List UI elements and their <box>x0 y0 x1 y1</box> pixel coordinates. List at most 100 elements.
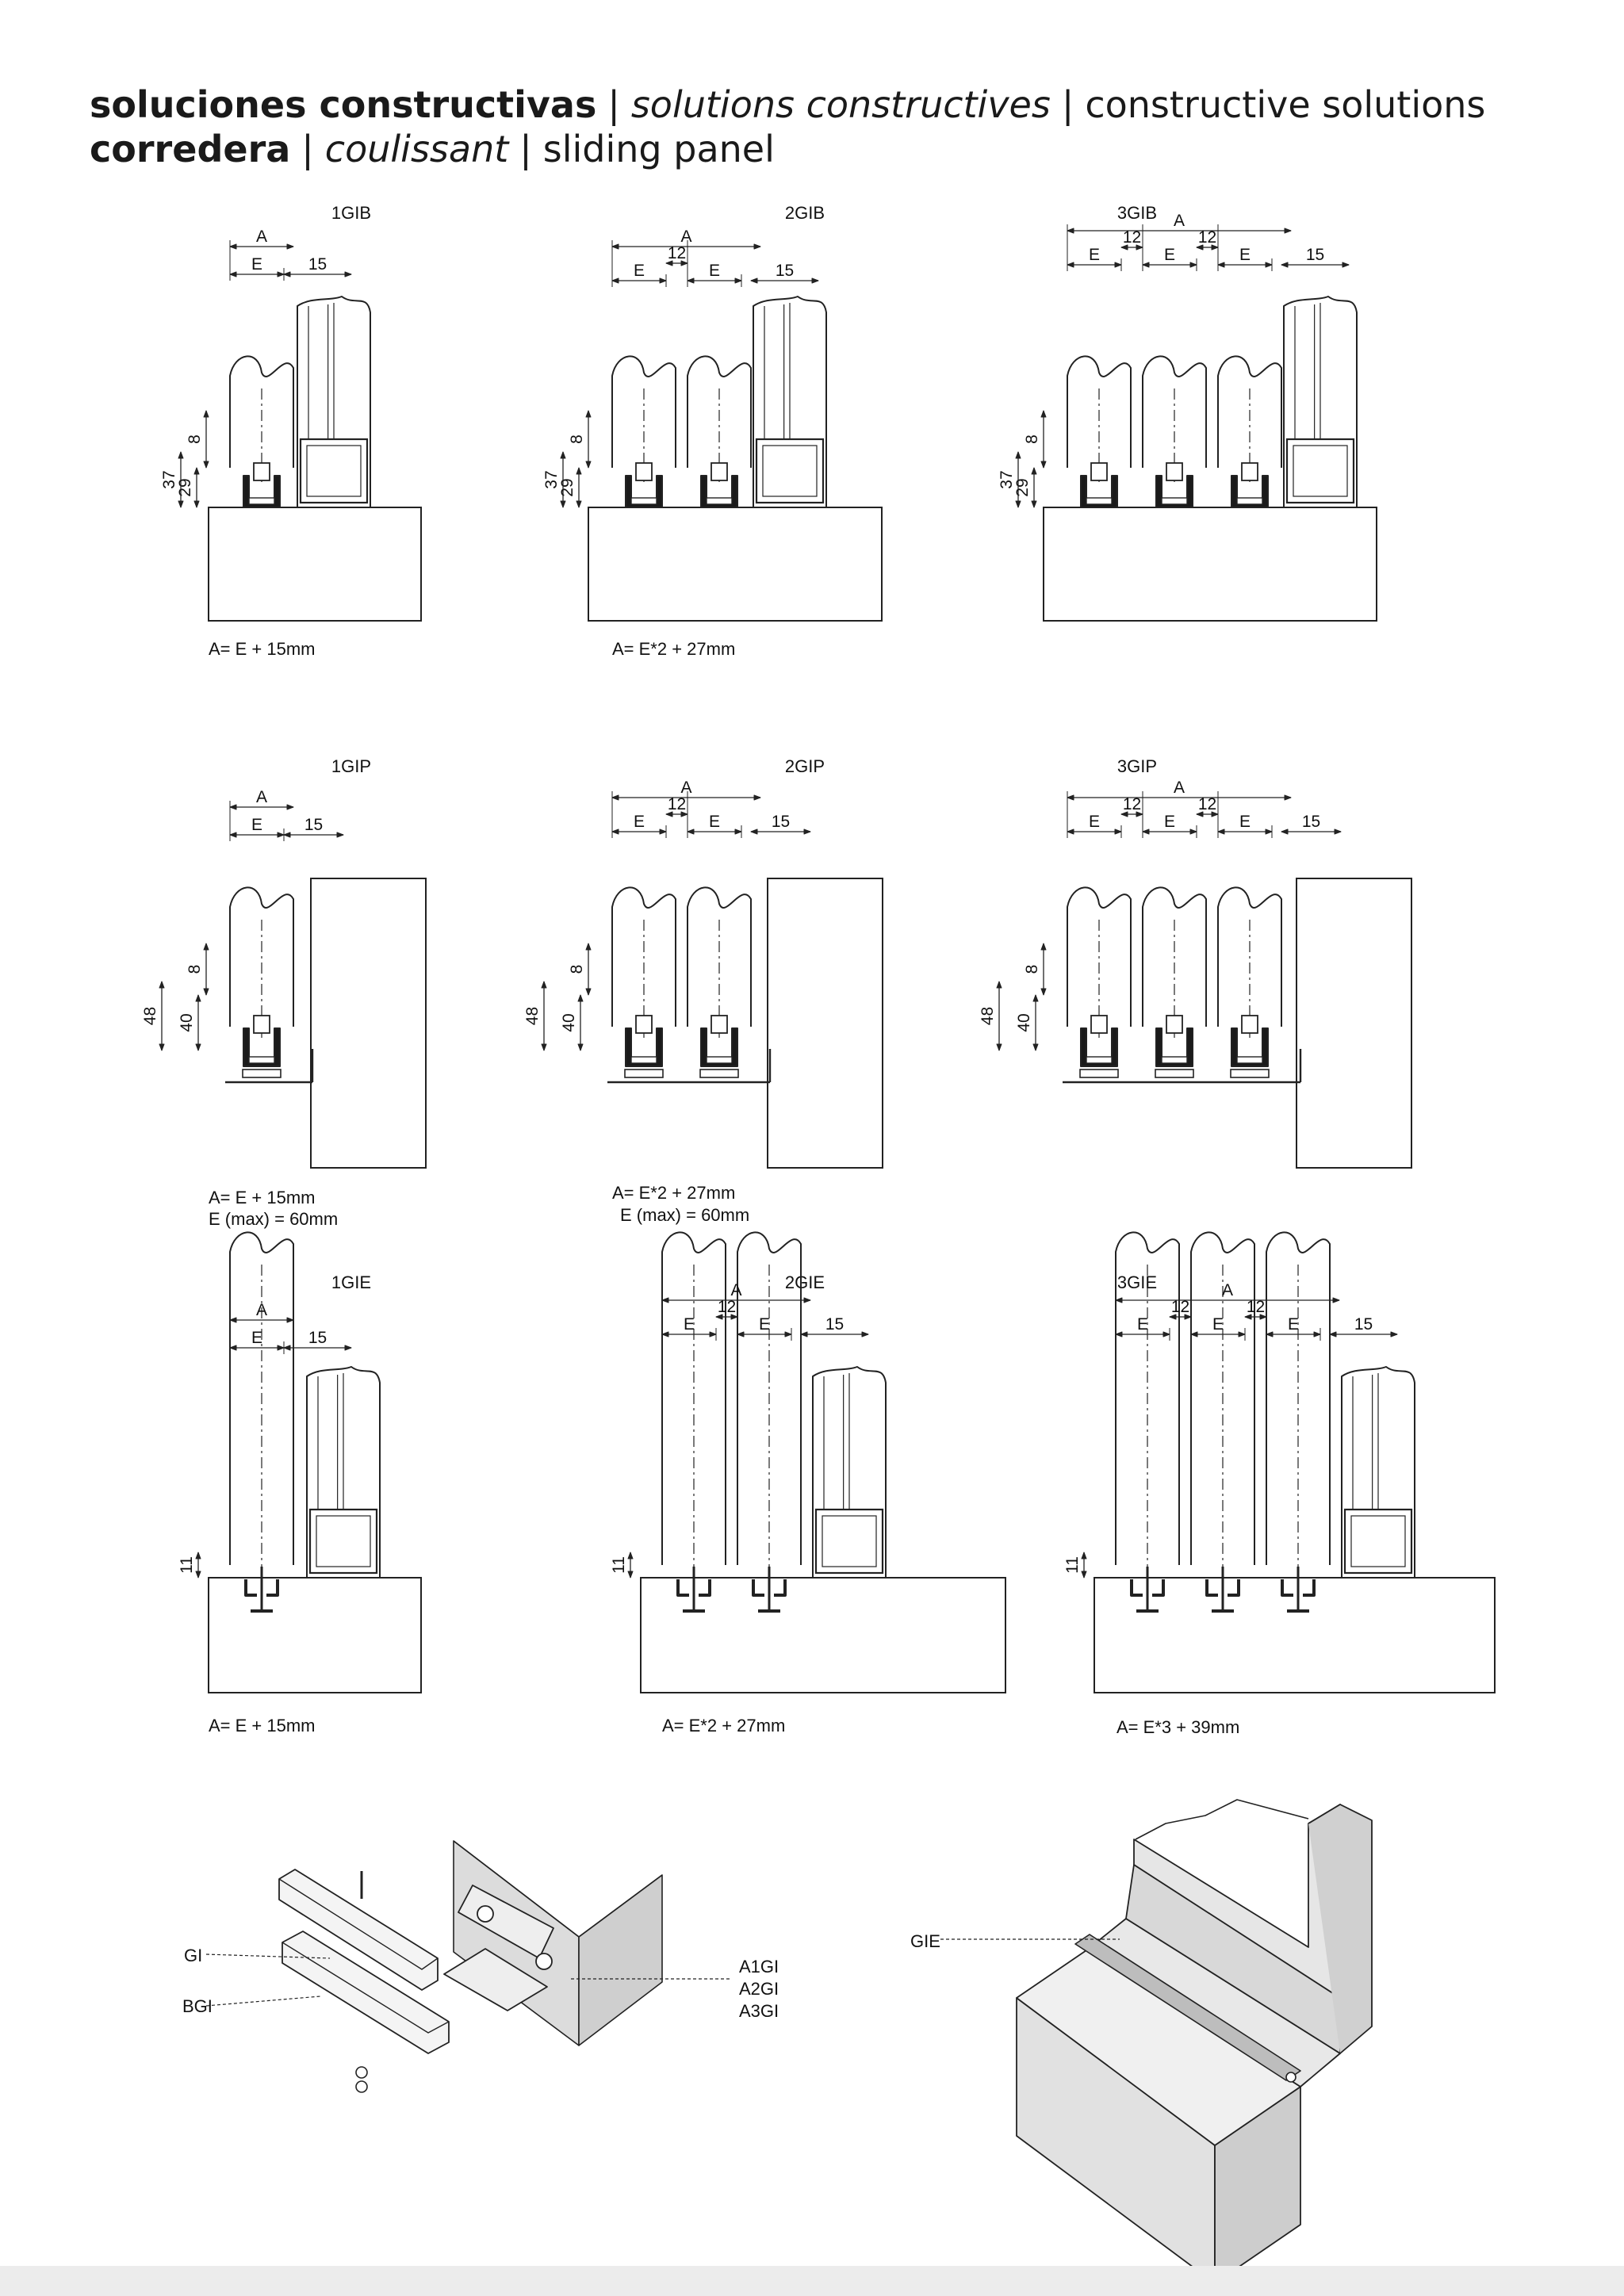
arrow-head <box>661 1297 669 1303</box>
dimension-15: 15 <box>800 1315 869 1337</box>
panel-outline <box>229 886 294 1027</box>
dimension-15: 15 <box>283 1329 352 1351</box>
dimension-label: 48 <box>141 1007 159 1025</box>
door-panel <box>229 1231 294 1579</box>
footer-band <box>0 2266 1624 2296</box>
rail-profile <box>1155 1015 1193 1067</box>
dimension-label: 12 <box>718 1298 736 1316</box>
arrow-head <box>541 1043 547 1051</box>
arrow-head <box>811 277 819 284</box>
panel-outline <box>687 886 752 1027</box>
wheel <box>1161 1056 1188 1064</box>
glazing-stem <box>710 462 728 481</box>
dimension-label: 29 <box>176 478 194 496</box>
arrow-head <box>585 943 592 951</box>
dimension-e: E <box>687 813 742 835</box>
dimension-e: E <box>1266 1315 1321 1337</box>
dimension-label: 11 <box>1063 1556 1082 1574</box>
dimension-label: 8 <box>1023 434 1041 444</box>
dimension-label: E <box>634 813 645 831</box>
dimension-label: 12 <box>668 795 686 813</box>
door-panel <box>1142 355 1207 482</box>
dimension-label: 12 <box>1198 795 1216 813</box>
fixed-frame-inner <box>316 1515 371 1567</box>
separator: | <box>301 128 314 170</box>
wheel <box>248 497 275 505</box>
fixed-panel-outline <box>297 296 371 507</box>
header-line-2: corredera|coulissant|sliding panel <box>90 127 1485 171</box>
dimension-37: 37 <box>160 451 184 508</box>
dimension-label: E <box>1239 246 1251 264</box>
u-channel <box>1231 1027 1269 1067</box>
rail-profile <box>700 462 738 508</box>
dimension-label: E <box>1239 813 1251 831</box>
arrow-head <box>203 943 209 951</box>
arrow-head <box>1040 943 1047 951</box>
dimension-label: E <box>1089 813 1100 831</box>
arrow-head <box>1115 1297 1123 1303</box>
arrow-head <box>576 467 582 475</box>
bracket-plate <box>458 1885 554 1959</box>
dimension-label: 12 <box>1123 228 1141 247</box>
fixed-frame <box>755 438 825 504</box>
arrow-head <box>1189 262 1197 268</box>
dimension-e: E <box>229 1329 285 1351</box>
arrow-head <box>1040 988 1047 996</box>
u-channel <box>1155 1027 1193 1067</box>
arrow-head <box>709 1331 717 1337</box>
dimension-label: E <box>709 813 720 831</box>
separator: | <box>519 128 532 170</box>
dimension-12: 12 <box>1120 795 1143 817</box>
fixed-panel-outline <box>753 296 827 507</box>
arrow-head <box>1281 262 1289 268</box>
dimension-label: 48 <box>979 1007 997 1025</box>
embedded-rail <box>1281 1567 1316 1613</box>
arrow-head <box>803 828 811 835</box>
arrow-head <box>1332 1297 1340 1303</box>
arrow-head <box>229 243 237 250</box>
arrow-head <box>803 1297 811 1303</box>
dimension-label: 40 <box>178 1013 196 1031</box>
arrow-head <box>229 271 237 277</box>
arrow-head <box>283 271 291 277</box>
dimension-e: E <box>229 816 285 838</box>
leader-line <box>205 1996 321 2007</box>
embedded-rail <box>1205 1567 1240 1613</box>
dimension-label: E <box>634 262 645 280</box>
arrow-head <box>193 467 200 475</box>
dimension-e: E <box>1142 813 1197 835</box>
dimension-label: 37 <box>160 470 178 488</box>
drawing-code: 1GIE <box>331 1272 371 1292</box>
dimension-label: E <box>1137 1315 1148 1334</box>
arrow-head <box>715 1314 723 1320</box>
arrow-head <box>1040 410 1047 418</box>
dimension-a: A <box>229 1301 294 1323</box>
arrow-head <box>996 981 1002 989</box>
floor-slab <box>588 507 883 622</box>
arrow-head <box>286 243 294 250</box>
arrow-head <box>344 271 352 277</box>
floor-slab <box>1094 1577 1496 1693</box>
arrow-head <box>229 804 237 810</box>
glazing-stem <box>1241 1015 1258 1034</box>
arrow-head <box>627 1571 634 1578</box>
u-channel <box>700 1027 738 1067</box>
arrow-head <box>195 1043 201 1051</box>
dimension-label: A <box>730 1281 741 1299</box>
label-bracket: A3GI <box>739 2001 779 2021</box>
arrow-head <box>1284 794 1292 801</box>
arrow-head <box>1342 262 1350 268</box>
arrow-head <box>1120 244 1128 251</box>
glazing-stem <box>1090 462 1108 481</box>
dimension-15: 15 <box>1281 813 1342 835</box>
formula: A= E*2 + 27mm <box>612 1183 735 1203</box>
arrow-head <box>344 1345 352 1351</box>
arrow-head <box>1067 228 1074 234</box>
arrow-head <box>1390 1331 1398 1337</box>
mount-bracket <box>242 1069 282 1078</box>
panel-outline <box>737 1231 802 1565</box>
dimension-a: A <box>1067 779 1292 801</box>
drawing-code: 1GIB <box>331 203 371 223</box>
